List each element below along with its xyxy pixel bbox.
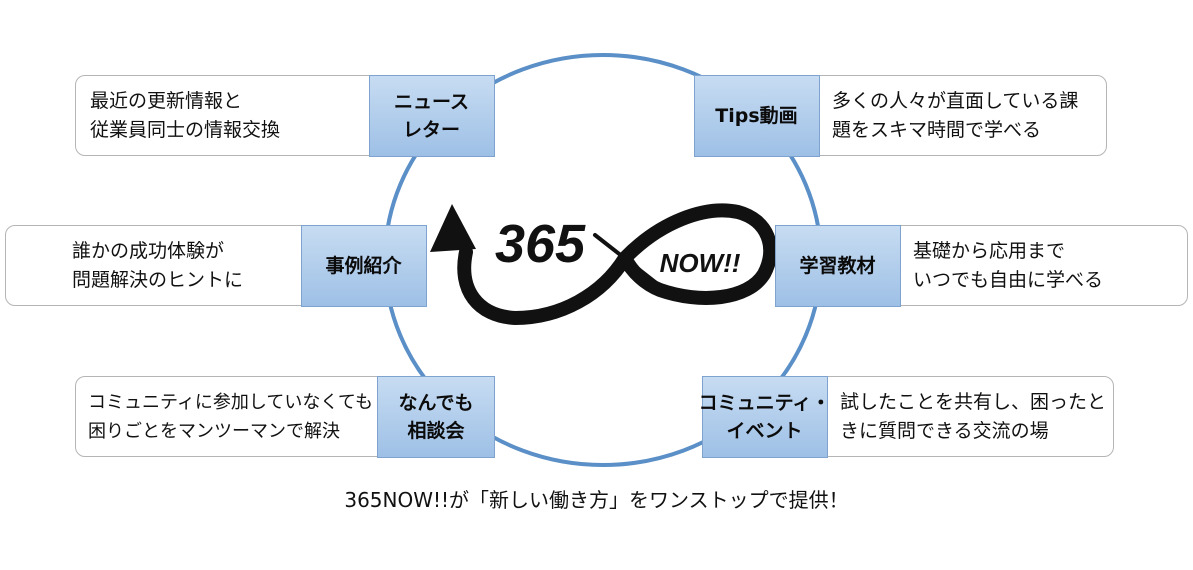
infinity-loop bbox=[457, 203, 778, 325]
card-community-events-label: コミュニティ・ イベント bbox=[698, 375, 831, 458]
logo-text-365: 365 bbox=[495, 214, 586, 274]
label-line: レター bbox=[402, 118, 460, 141]
logo-365now: 365 NOW!! bbox=[430, 203, 778, 325]
card-case-studies-label: 事例紹介 bbox=[300, 224, 427, 307]
desc-line: 問題解決のヒントに bbox=[72, 268, 244, 291]
infinity-cross bbox=[593, 233, 657, 284]
card-tips-video-label: Tips動画 bbox=[693, 74, 820, 157]
desc-line: 題をスキマ時間で学べる bbox=[832, 118, 1042, 141]
desc-line: 多くの人々が直面している課 bbox=[832, 89, 1079, 112]
card-consultation-label: なんでも 相談会 bbox=[377, 375, 495, 458]
label-line: イベント bbox=[726, 419, 803, 442]
label-line: 相談会 bbox=[407, 419, 465, 442]
card-news-letter-desc: 最近の更新情報と 従業員同士の情報交換 bbox=[76, 76, 370, 155]
arrowhead-icon bbox=[430, 204, 476, 252]
desc-line: いつでも自由に学べる bbox=[913, 268, 1104, 291]
label-line: コミュニティ・ bbox=[698, 391, 831, 414]
card-consultation[interactable]: コミュニティに参加していなくても 困りごとをマンツーマンで解決 なんでも 相談会 bbox=[75, 375, 495, 458]
card-case-studies[interactable]: 誰かの成功体験が 問題解決のヒントに 事例紹介 bbox=[5, 224, 427, 307]
card-tips-video-desc: 多くの人々が直面している課 題をスキマ時間で学べる bbox=[818, 76, 1106, 155]
card-learning-materials[interactable]: 学習教材 基礎から応用まで いつでも自由に学べる bbox=[774, 224, 1188, 307]
logo-text-now: NOW!! bbox=[660, 248, 741, 278]
card-consultation-desc: コミュニティに参加していなくても 困りごとをマンツーマンで解決 bbox=[76, 377, 379, 456]
desc-line: 試したことを共有し、困ったと bbox=[840, 390, 1107, 413]
card-learning-materials-label: 学習教材 bbox=[774, 224, 901, 307]
label-line: Tips動画 bbox=[715, 104, 798, 127]
card-news-letter[interactable]: 最近の更新情報と 従業員同士の情報交換 ニュース レター bbox=[75, 74, 495, 157]
desc-line: 誰かの成功体験が bbox=[72, 239, 225, 262]
desc-line: 困りごとをマンツーマンで解決 bbox=[88, 420, 340, 442]
desc-line: 最近の更新情報と bbox=[90, 89, 243, 112]
label-line: 事例紹介 bbox=[325, 254, 402, 277]
desc-line: 従業員同士の情報交換 bbox=[90, 118, 281, 141]
desc-line: 基礎から応用まで bbox=[913, 239, 1066, 262]
card-community-events[interactable]: コミュニティ・ イベント 試したことを共有し、困ったと きに質問できる交流の場 bbox=[698, 375, 1114, 458]
desc-line: きに質問できる交流の場 bbox=[840, 419, 1049, 442]
label-line: ニュース bbox=[393, 90, 470, 113]
card-community-events-desc: 試したことを共有し、困ったと きに質問できる交流の場 bbox=[826, 377, 1120, 456]
caption: 365NOW!!が「新しい働き方」をワンストップで提供！ bbox=[344, 488, 849, 512]
label-line: なんでも bbox=[398, 391, 474, 414]
card-news-letter-label: ニュース レター bbox=[368, 74, 495, 157]
card-tips-video[interactable]: Tips動画 多くの人々が直面している課 題をスキマ時間で学べる bbox=[693, 74, 1107, 157]
card-case-studies-desc: 誰かの成功体験が 問題解決のヒントに bbox=[6, 226, 302, 305]
card-learning-materials-desc: 基礎から応用まで いつでも自由に学べる bbox=[899, 226, 1187, 305]
label-line: 学習教材 bbox=[799, 254, 876, 277]
desc-line: コミュニティに参加していなくても bbox=[88, 391, 373, 413]
